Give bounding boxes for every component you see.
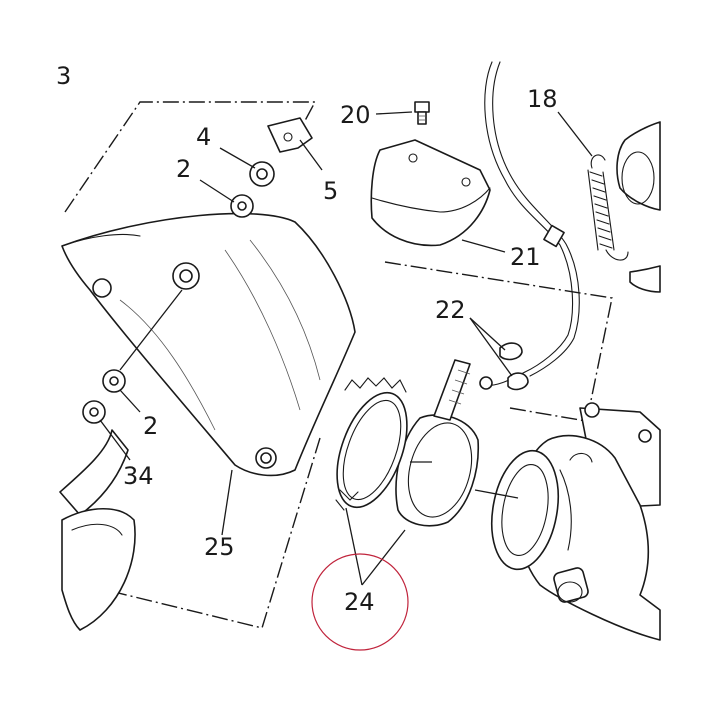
label-34: 34 [123, 462, 154, 490]
heat-shield-part-25 [61, 212, 356, 477]
part-number-labels: 3 20 18 4 2 5 21 22 2 34 25 24 [56, 62, 558, 616]
label-2-top: 2 [176, 155, 191, 183]
callout-leaders [99, 111, 593, 586]
label-2-bottom: 2 [143, 412, 158, 440]
label-4: 4 [196, 123, 211, 151]
left-pipe-fragment [59, 429, 136, 631]
label-22: 22 [435, 296, 466, 324]
label-20: 20 [340, 101, 371, 129]
label-24: 24 [344, 588, 375, 616]
label-18: 18 [527, 85, 558, 113]
cable-assembly [479, 61, 580, 391]
exhaust-assembly-right [491, 121, 661, 641]
label-3: 3 [56, 62, 71, 90]
label-25: 25 [204, 533, 235, 561]
highlight-circle [311, 553, 409, 651]
cover-part-21 [370, 139, 491, 247]
spring-part-18 [587, 154, 629, 261]
flange-and-clamp-part-24 [335, 359, 519, 527]
label-21: 21 [510, 243, 541, 271]
fastener-parts [82, 117, 313, 424]
screw-part-20 [414, 101, 430, 125]
label-5: 5 [323, 177, 338, 205]
